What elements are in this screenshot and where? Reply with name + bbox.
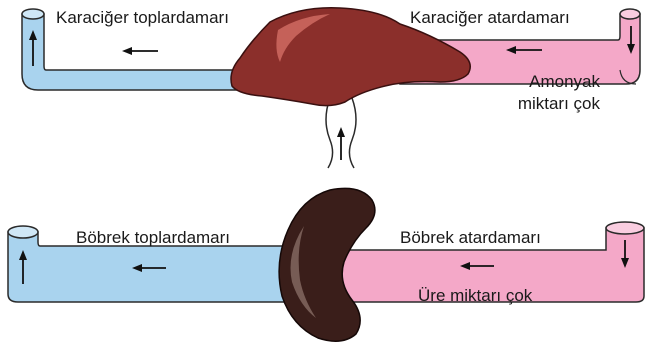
- portal-vessel: [326, 98, 356, 168]
- label-ammonia-line2: miktarı çok: [488, 94, 600, 114]
- label-liver-vein: Karaciğer toplardamarı: [56, 8, 229, 28]
- label-urea: Üre miktarı çok: [418, 286, 532, 306]
- label-liver-artery: Karaciğer atardamarı: [410, 8, 570, 28]
- liver-vein-left-arrow: [122, 47, 158, 55]
- label-kidney-vein: Böbrek toplardamarı: [76, 228, 230, 248]
- label-kidney-artery: Böbrek atardamarı: [400, 228, 541, 248]
- label-ammonia-line1: Amonyak: [488, 72, 600, 92]
